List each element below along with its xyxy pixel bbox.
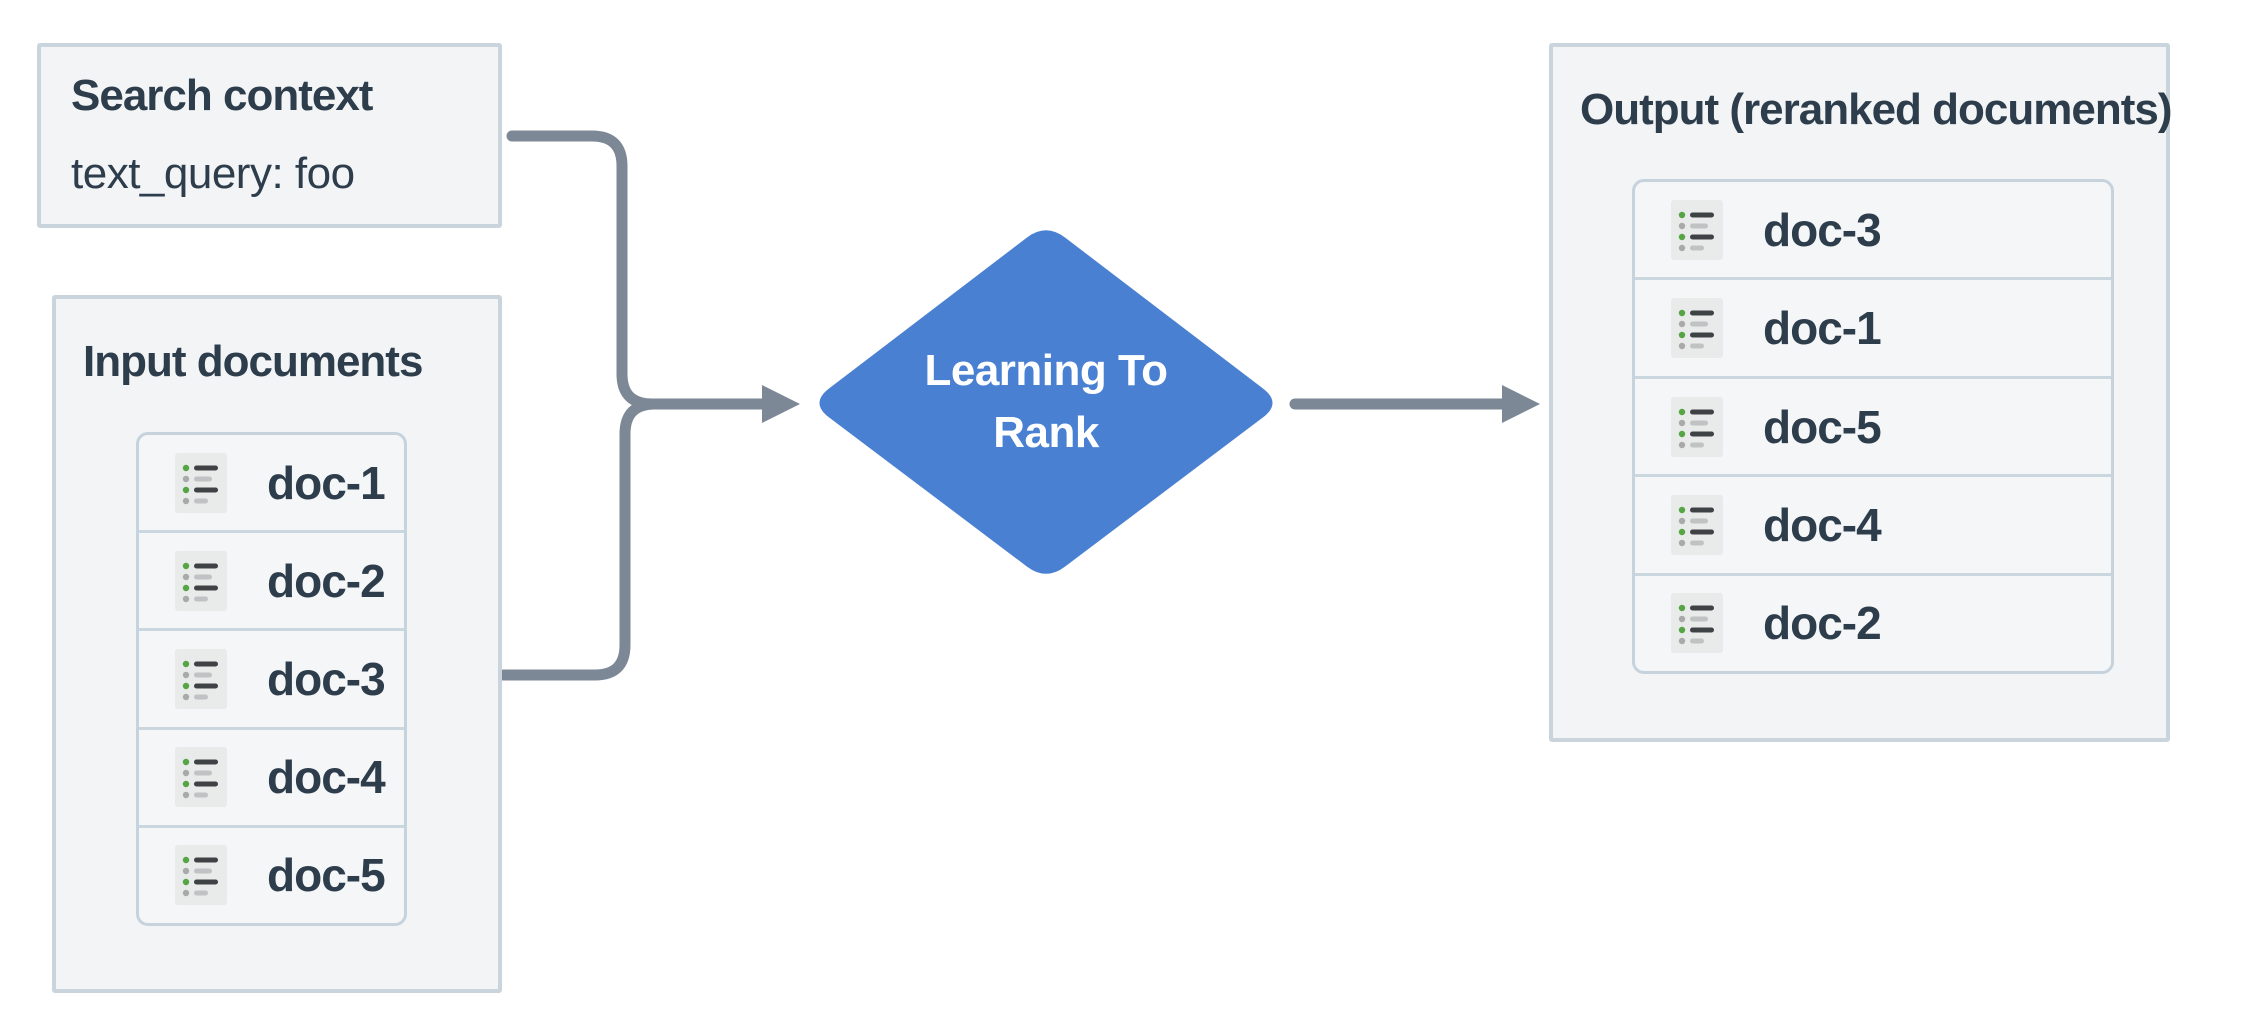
list-icon xyxy=(1671,298,1723,359)
list-icon xyxy=(1671,494,1723,555)
doc-row: doc-1 xyxy=(1635,277,2111,375)
doc-row: doc-4 xyxy=(139,726,404,825)
output-documents-box: Output (reranked documents) doc-3 doc-1 … xyxy=(1549,43,2172,742)
learning-to-rank-label-line1: Learning To xyxy=(924,346,1168,395)
list-icon xyxy=(175,649,227,709)
doc-label: doc-1 xyxy=(267,456,386,509)
connector-from-search-context xyxy=(506,130,768,410)
arrowhead-into-output xyxy=(1502,385,1540,423)
doc-label: doc-5 xyxy=(267,849,386,902)
search-context-title: Search context xyxy=(71,71,373,120)
learning-to-rank-label-line2: Rank xyxy=(993,408,1099,457)
list-icon xyxy=(175,845,227,906)
doc-row: doc-3 xyxy=(139,628,404,726)
list-icon xyxy=(175,452,227,513)
search-context-box: Search context text_query: foo xyxy=(37,43,502,228)
doc-row: doc-2 xyxy=(1635,572,2111,671)
input-documents-card: doc-1 doc-2 doc-3 doc-4 xyxy=(136,432,407,926)
text-query-value: text_query: foo xyxy=(71,149,355,198)
doc-row: doc-5 xyxy=(1635,375,2111,474)
learning-to-rank-diamond xyxy=(819,230,1273,574)
doc-label: doc-3 xyxy=(1763,203,1882,256)
input-documents-box: Input documents doc-1 doc-2 doc-3 xyxy=(52,295,502,993)
arrowhead-into-diamond xyxy=(762,385,800,423)
doc-label: doc-2 xyxy=(1763,597,1882,650)
doc-row: doc-4 xyxy=(1635,474,2111,572)
doc-label: doc-3 xyxy=(267,653,386,705)
doc-label: doc-4 xyxy=(267,751,386,804)
doc-row: doc-5 xyxy=(139,824,404,923)
list-icon xyxy=(1671,199,1723,260)
list-icon xyxy=(1671,396,1723,457)
list-icon xyxy=(175,550,227,611)
doc-row: doc-3 xyxy=(1635,182,2111,277)
doc-label: doc-5 xyxy=(1763,400,1882,453)
connector-from-input-documents xyxy=(497,398,768,681)
output-documents-card: doc-3 doc-1 doc-5 doc-4 xyxy=(1632,179,2114,674)
doc-row: doc-1 xyxy=(139,435,404,530)
output-documents-title: Output (reranked documents) xyxy=(1580,85,2172,134)
learning-to-rank-label: Learning To Rank xyxy=(810,223,1282,581)
input-documents-title: Input documents xyxy=(83,337,423,386)
doc-row: doc-2 xyxy=(139,530,404,628)
list-icon xyxy=(175,747,227,808)
doc-label: doc-1 xyxy=(1763,302,1882,355)
list-icon xyxy=(1671,593,1723,654)
doc-label: doc-4 xyxy=(1763,498,1882,551)
doc-label: doc-2 xyxy=(267,554,386,607)
